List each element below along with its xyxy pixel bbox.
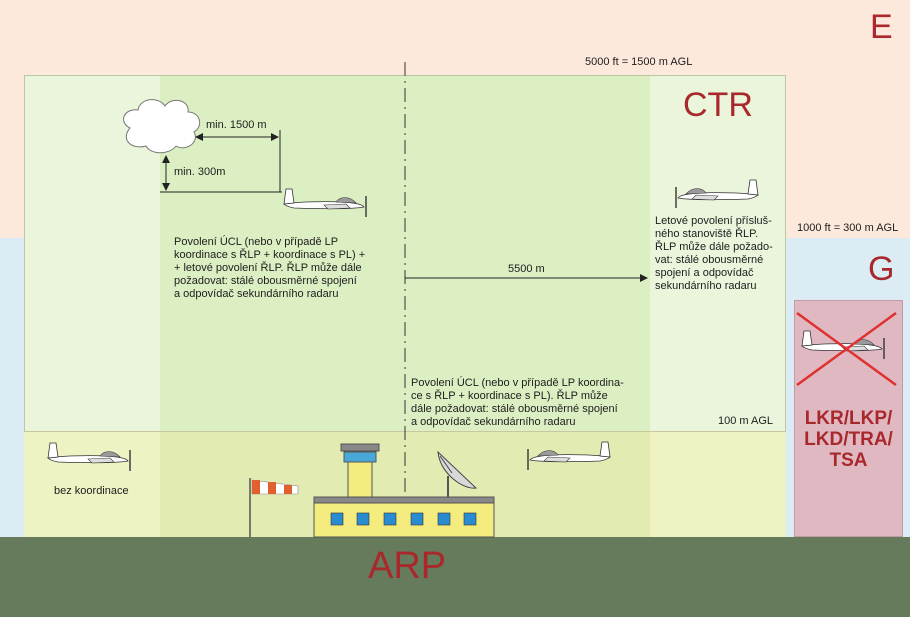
vertical-cloud-distance: min. 300m bbox=[174, 166, 226, 178]
restricted-area-label: LKR/LKP/ LKD/TRA/ TSA bbox=[804, 408, 893, 471]
class-e-label: E bbox=[870, 8, 893, 46]
glider-icon bbox=[283, 188, 367, 218]
windsock-icon bbox=[249, 478, 299, 537]
cloud-icon bbox=[123, 99, 201, 154]
no-coordination-note: bez koordinace bbox=[54, 485, 129, 497]
ctr-label: CTR bbox=[683, 86, 753, 124]
arp-label: ARP bbox=[368, 545, 447, 587]
control-tower-icon bbox=[313, 443, 495, 538]
ctr-ceiling-label: 5000 ft = 1500 m AGL bbox=[585, 56, 693, 68]
ground bbox=[0, 537, 910, 617]
ctr-core-note: Povolení ÚCL (nebo v případě LP koordina… bbox=[174, 236, 366, 300]
low-core-note: Povolení ÚCL (nebo v případě LP koordina… bbox=[411, 377, 624, 428]
ctr-outer-note: Letové povolení přísluš- ného stanoviště… bbox=[655, 215, 773, 292]
glider-icon bbox=[675, 179, 759, 209]
class-g-label: G bbox=[868, 250, 895, 288]
radar-dish-icon bbox=[437, 450, 478, 497]
horizontal-cloud-distance: min. 1500 m bbox=[206, 119, 267, 131]
glider-icon bbox=[47, 442, 131, 472]
class-g-ceiling-label: 1000 ft = 300 m AGL bbox=[797, 222, 899, 234]
ctr-radius-distance: 5500 m bbox=[508, 263, 545, 275]
restricted-area-zone bbox=[794, 300, 903, 537]
glider-icon bbox=[527, 441, 611, 471]
low-level-label: 100 m AGL bbox=[718, 415, 774, 427]
